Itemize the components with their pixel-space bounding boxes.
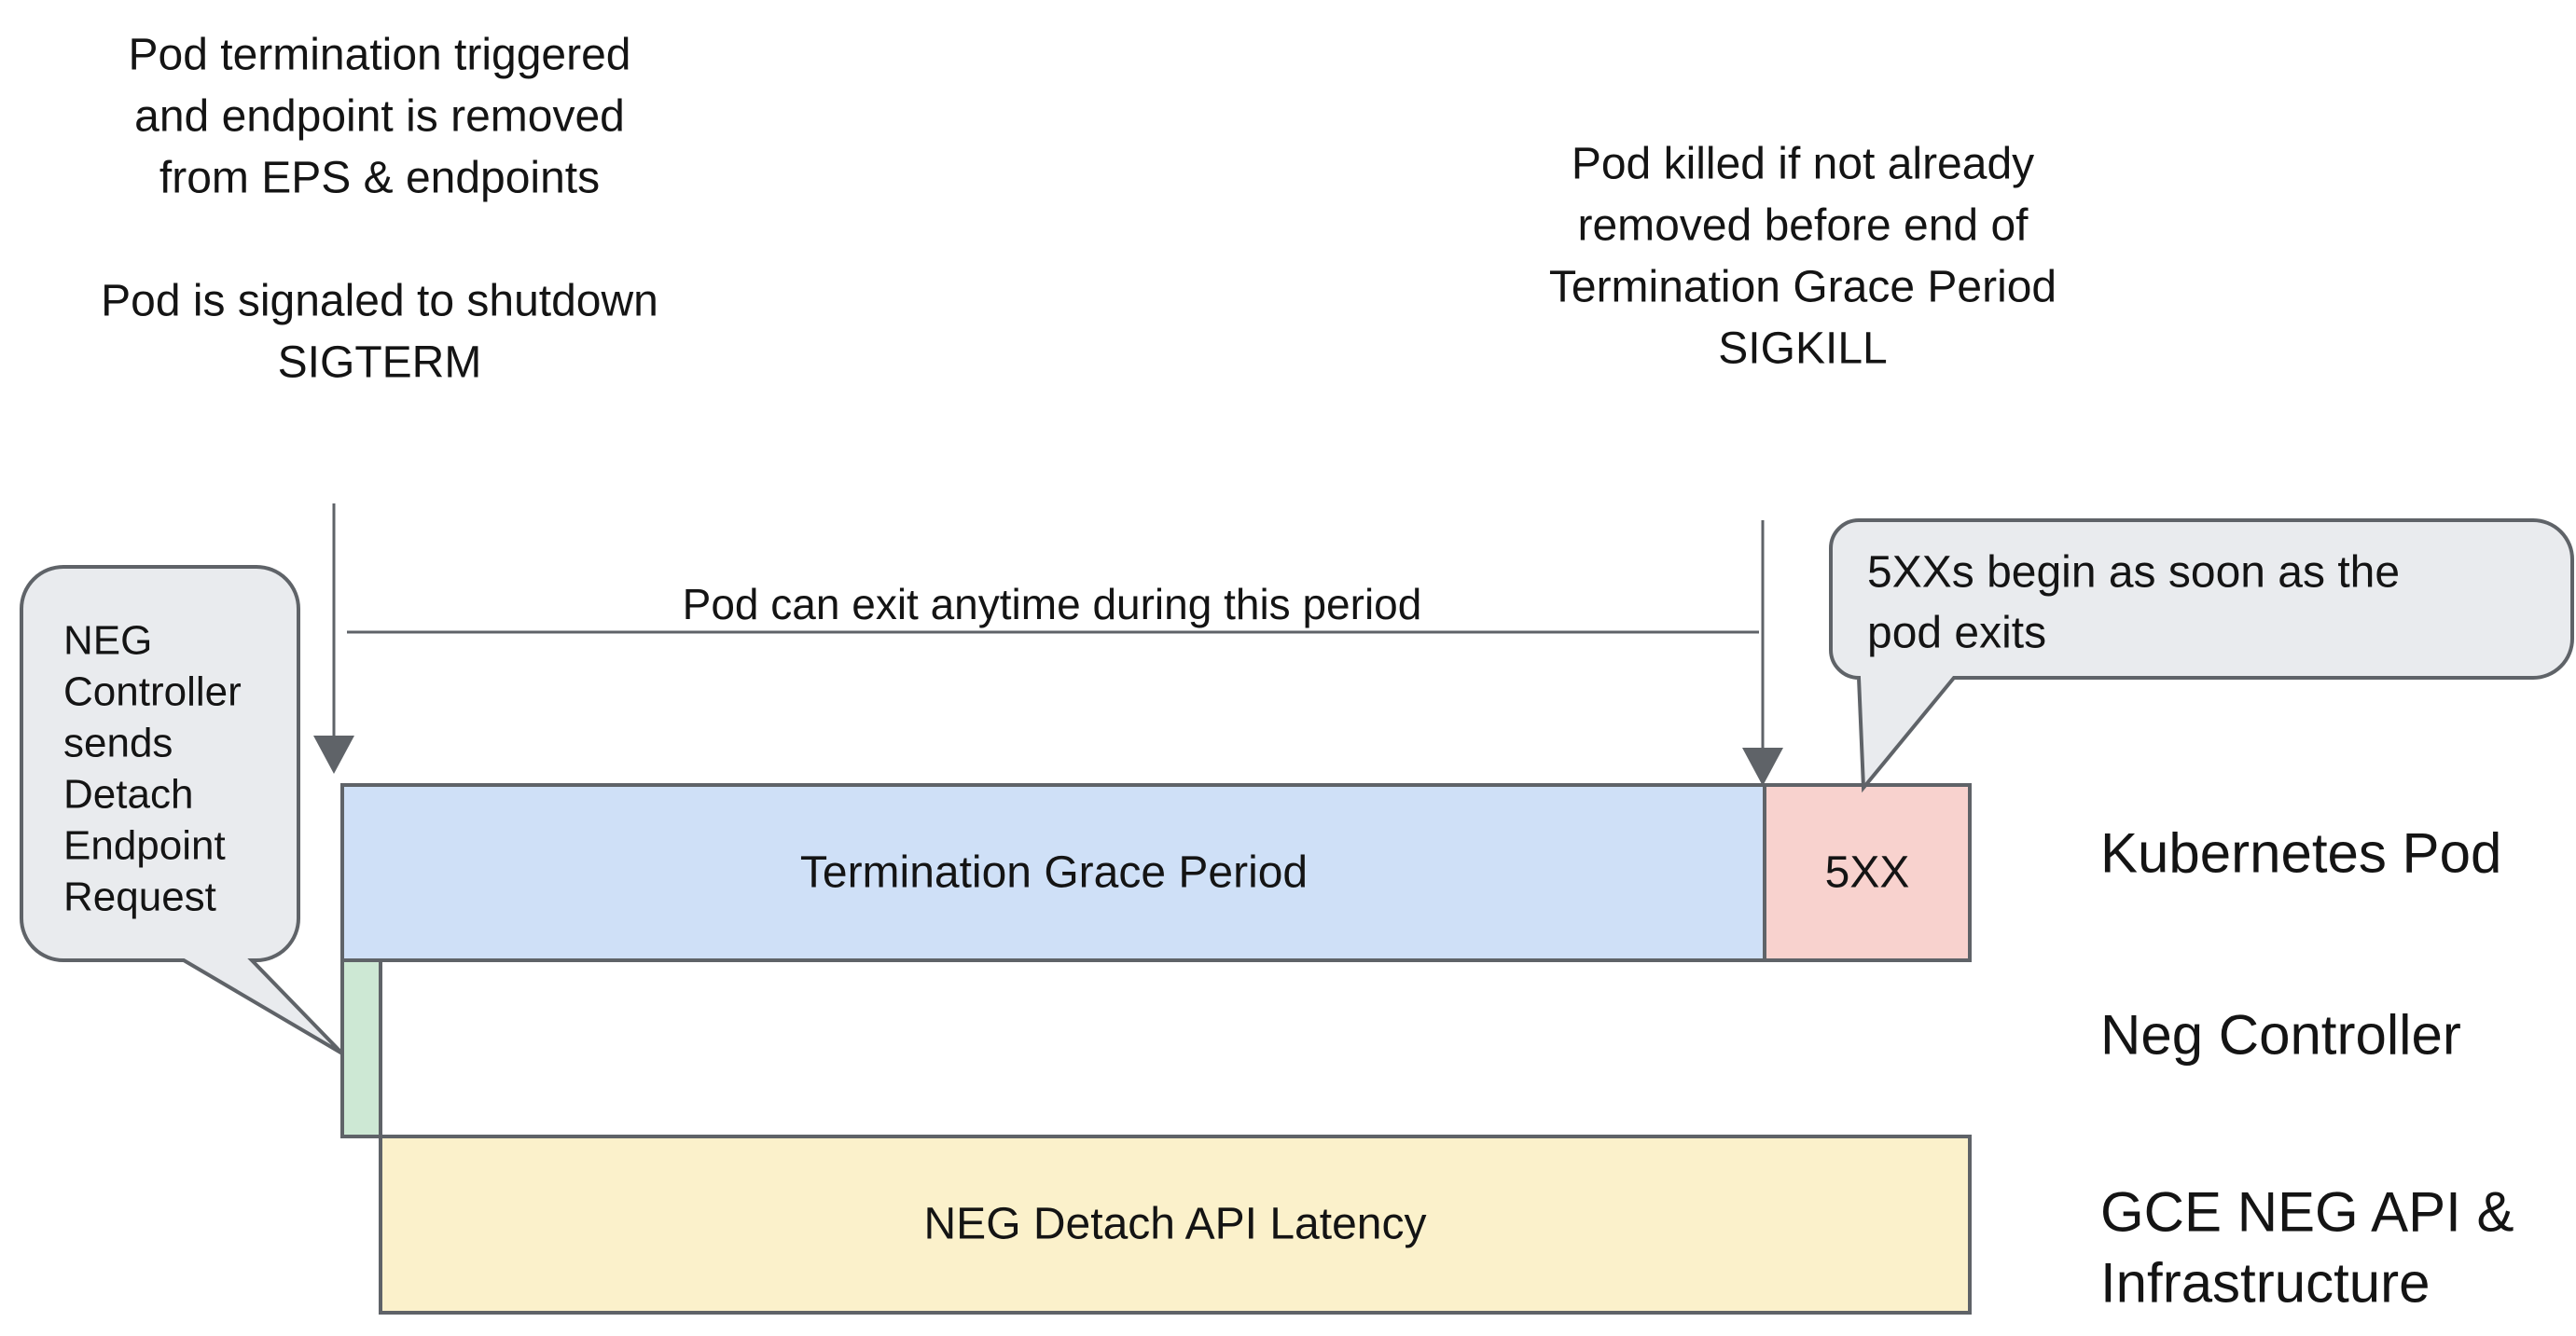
lane-label-gce-neg-api-line2: Infrastructure: [2100, 1252, 2430, 1315]
five-xx-label: 5XX: [1825, 848, 1910, 898]
annotation-line: from EPS & endpoints: [159, 154, 600, 203]
termination-grace-period-label: Termination Grace Period: [800, 848, 1308, 898]
five-xx-bubble: 5XXs begin as soon as the pod exits: [1829, 518, 2574, 793]
arrowhead-icon: [313, 736, 354, 774]
lane-label-kubernetes-pod: Kubernetes Pod: [2100, 822, 2501, 885]
termination-grace-period-bar: [340, 783, 1766, 962]
neg-detach-api-latency-bar: [379, 1135, 1972, 1315]
arrowhead-icon: [1742, 748, 1783, 786]
neg-detach-request-bar: [340, 958, 382, 1138]
annotation-line: Termination Grace Period: [1549, 263, 2057, 312]
neg-detach-api-latency-label: NEG Detach API Latency: [924, 1200, 1427, 1249]
bubble-line: 5XXs begin as soon as the: [1867, 548, 2400, 598]
annotation-line: SIGTERM: [278, 338, 482, 388]
bubble-line: pod exits: [1867, 609, 2046, 658]
annotation-line: Pod killed if not already: [1572, 140, 2034, 189]
pod-killed-annotation: Pod killed if not already removed before…: [1549, 140, 2057, 374]
bubble-line: Controller: [63, 669, 242, 715]
bubble-line: Endpoint: [63, 823, 226, 869]
pod-termination-annotation: Pod termination triggered and endpoint i…: [101, 31, 658, 388]
exit-period-label: Pod can exit anytime during this period: [683, 580, 1422, 628]
annotation-line: Pod termination triggered: [129, 31, 631, 80]
annotation-line: removed before end of: [1578, 201, 2029, 251]
annotation-line: SIGKILL: [1718, 324, 1887, 374]
bubble-line: NEG: [63, 618, 152, 664]
annotation-line: Pod is signaled to shutdown: [101, 277, 658, 326]
bubble-line: sends: [63, 721, 173, 766]
lane-label-gce-neg-api-line1: GCE NEG API &: [2100, 1181, 2514, 1244]
sigkill-arrow: [1742, 520, 1783, 786]
bubble-line: Request: [63, 875, 216, 920]
lane-label-neg-controller: Neg Controller: [2100, 1004, 2461, 1067]
sigterm-arrow: [313, 503, 354, 774]
neg-controller-bubble: NEG Controller sends Detach Endpoint Req…: [20, 565, 344, 1055]
bubble-line: Detach: [63, 772, 193, 818]
annotation-line: and endpoint is removed: [134, 92, 625, 142]
